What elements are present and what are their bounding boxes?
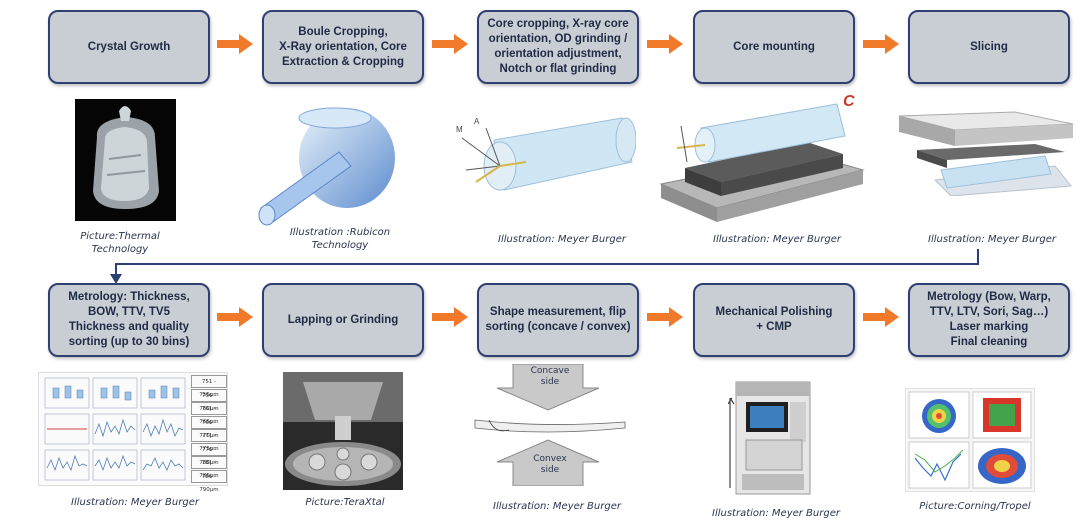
- thickness-bin: 761 - 765µm: [191, 402, 227, 425]
- axis-label-a: A: [474, 117, 480, 126]
- caption-mechanical-polishing: Illustration: Meyer Burger: [712, 508, 840, 519]
- thickness-bin: 756 - 760µm: [191, 388, 227, 412]
- arrow-right-icon: [647, 34, 683, 54]
- caption-shape-measurement: Illustration: Meyer Burger: [493, 501, 621, 512]
- caption-boule-cropping: Illustration :Rubicon Technology: [289, 227, 391, 251]
- step-boule-cropping: Boule Cropping, X-Ray orientation, Core …: [262, 10, 424, 84]
- core-mounting-illustration: C: [659, 93, 865, 222]
- caption-metrology-sorting: Illustration: Meyer Burger: [71, 497, 199, 508]
- final-metrology-maps-image: [905, 388, 1035, 492]
- thickness-bin: 771 - 775µm: [191, 429, 227, 452]
- lapping-machine-image: [283, 372, 403, 490]
- convex-side-label: Convex side: [533, 454, 567, 475]
- caption-core-mounting: Illustration: Meyer Burger: [713, 234, 841, 245]
- slicing-illustration: [898, 111, 1074, 196]
- arrow-right-icon: [432, 307, 468, 327]
- arrow-right-icon: [217, 307, 253, 327]
- step-core-cropping: Core cropping, X-ray core orientation, O…: [477, 10, 639, 84]
- arrow-right-icon: [863, 307, 899, 327]
- core-cylinder-illustration: A M: [456, 117, 636, 191]
- caption-final-metrology: Picture:Corning/Tropel: [919, 501, 1031, 512]
- metrology-plots-image: 751 - 755µm 756 - 760µm 761 - 765µm 766 …: [38, 372, 228, 493]
- boule-core-illustration: [258, 107, 395, 226]
- polishing-machine-image: [728, 381, 811, 495]
- thickness-bin: 766 - 770µm: [191, 415, 227, 439]
- axis-label-c: C: [843, 93, 855, 110]
- thickness-bin: 776 - 780µm: [191, 442, 227, 466]
- step-final-metrology: Metrology (Bow, Warp, TTV, LTV, Sori, Sa…: [908, 283, 1070, 357]
- arrow-right-icon: [217, 34, 253, 54]
- thickness-bin: 751 - 755µm: [191, 375, 227, 398]
- arrow-right-icon: [863, 34, 899, 54]
- crystal-boule-image: [75, 99, 176, 221]
- step-core-mounting: Core mounting: [693, 10, 855, 84]
- step-shape-measurement: Shape measurement, flip sorting (concave…: [477, 283, 639, 357]
- shape-measurement-illustration: [474, 364, 626, 486]
- thickness-bin: 786 - 790µm: [191, 469, 227, 493]
- concave-side-label: Concave side: [530, 366, 570, 387]
- axis-label-m: M: [456, 125, 463, 134]
- step-metrology-sorting: Metrology: Thickness, BOW, TTV, TV5 Thic…: [48, 283, 210, 357]
- caption-slicing: Illustration: Meyer Burger: [928, 234, 1056, 245]
- thickness-bin: 781 - 785µm: [191, 456, 227, 479]
- step-slicing: Slicing: [908, 10, 1070, 84]
- arrow-right-icon: [647, 307, 683, 327]
- step-mechanical-polishing: Mechanical Polishing + CMP: [693, 283, 855, 357]
- caption-crystal-growth: Picture:Thermal Technology: [80, 231, 160, 255]
- caption-core-cropping: Illustration: Meyer Burger: [498, 234, 626, 245]
- caption-lapping-grinding: Picture:TeraXtal: [305, 497, 385, 508]
- arrow-right-icon: [432, 34, 468, 54]
- step-crystal-growth: Crystal Growth: [48, 10, 210, 84]
- step-lapping-grinding: Lapping or Grinding: [262, 283, 424, 357]
